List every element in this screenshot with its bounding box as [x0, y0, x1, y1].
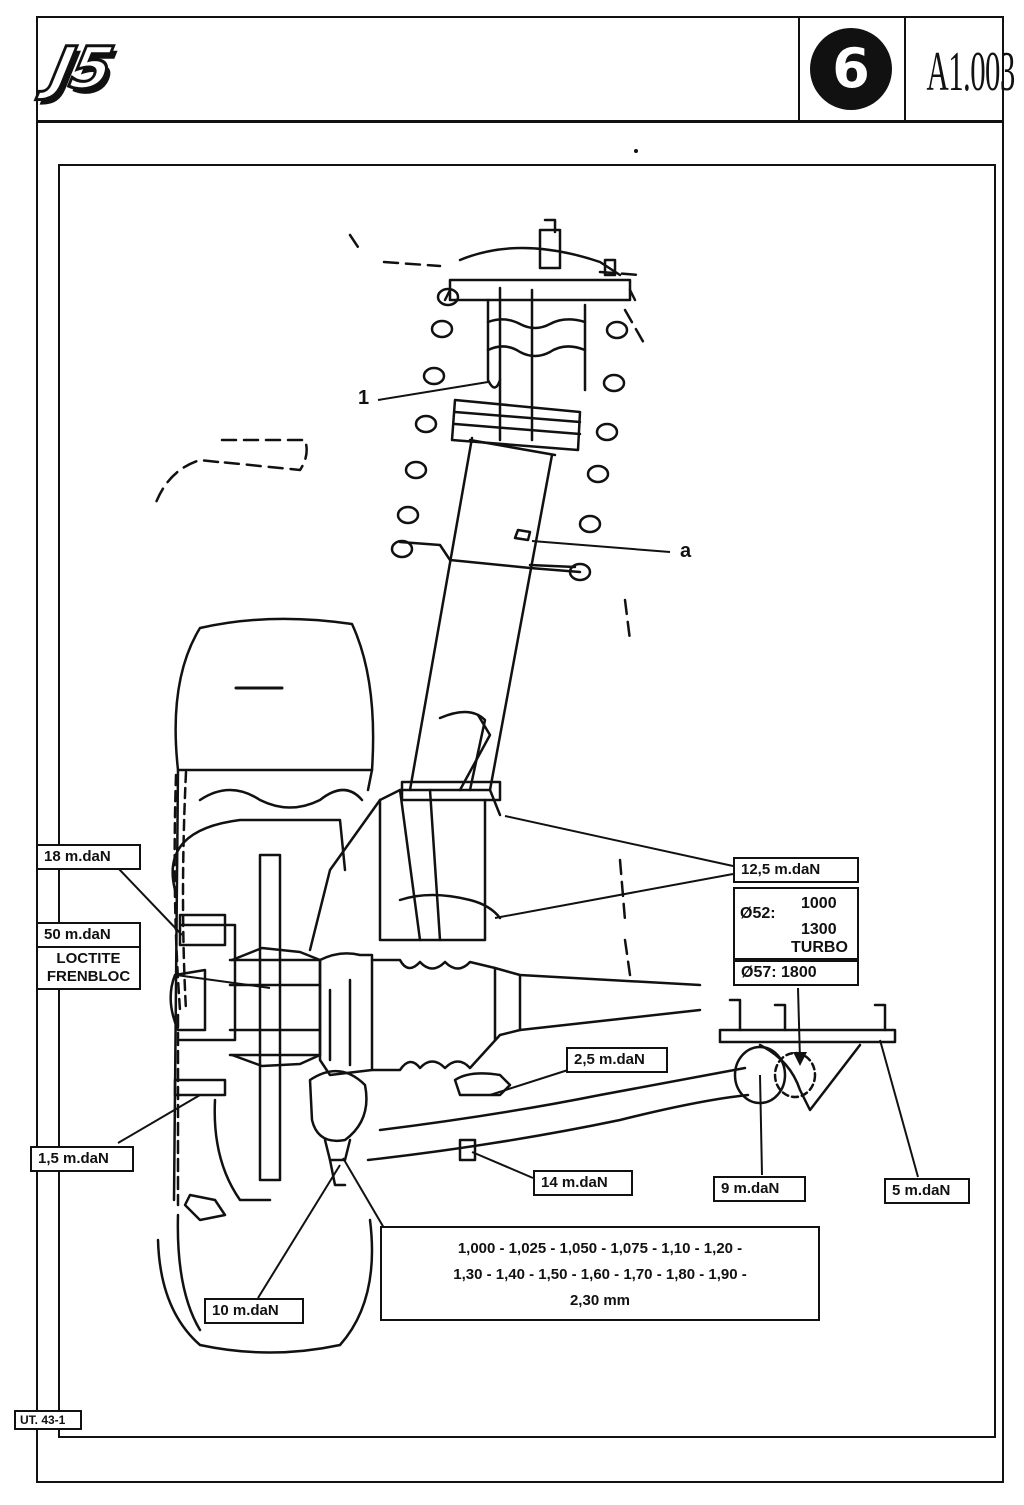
bore-52-value-1300: 1300	[801, 921, 837, 938]
torque-label-18: 18 m.daN	[36, 844, 141, 870]
torque-label-10: 10 m.daN	[204, 1298, 304, 1324]
shim-line-2: 1,30 - 1,40 - 1,50 - 1,60 - 1,70 - 1,80 …	[453, 1266, 747, 1283]
chapter-number: 6	[832, 37, 870, 100]
wheel-tyre	[156, 617, 375, 1354]
chapter-box: 6	[798, 16, 906, 122]
loctite-line: LOCTITE	[56, 950, 121, 967]
shim-line-1: 1,000 - 1,025 - 1,050 - 1,075 - 1,10 - 1…	[457, 1240, 743, 1257]
strut-tube	[408, 286, 557, 792]
footer-ref: UT. 43-1	[14, 1410, 82, 1430]
torque-label-12-5: 12,5 m.daN	[733, 857, 859, 883]
hub-carrier	[308, 780, 502, 1077]
bore-arrow-icon	[793, 1052, 807, 1066]
bore-57-label: Ø57: 1800	[733, 960, 859, 986]
torque-label-2-5: 2,5 m.daN	[566, 1047, 668, 1073]
leader-lines	[117, 381, 919, 1299]
bore-52-label: Ø52: 1000 1300 TURBO	[733, 887, 859, 960]
torque-label-1-5: 1,5 m.daN	[30, 1146, 134, 1172]
doc-code-box: A1.003	[904, 16, 1015, 122]
loctite-frenbloc-label: LOCTITE FRENBLOC	[36, 946, 141, 990]
content-frame	[36, 121, 1004, 1483]
frenbloc-line: FRENBLOC	[46, 968, 131, 985]
shim-thickness-list: 1,000 - 1,025 - 1,050 - 1,075 - 1,10 - 1…	[380, 1226, 820, 1321]
drive-shaft	[370, 958, 702, 1072]
caliper-lower	[183, 1193, 227, 1222]
torque-label-50: 50 m.daN	[36, 922, 141, 948]
upper-strut-mount	[443, 218, 637, 452]
bore-52-prefix: Ø52:	[740, 905, 776, 922]
bore-52-value-turbo: TURBO	[791, 939, 848, 956]
shim-line-3: 2,30 mm	[569, 1292, 631, 1309]
callout-a: a	[680, 540, 692, 562]
chapter-badge: 6	[810, 28, 892, 110]
coil-spring	[390, 287, 629, 582]
torque-label-5: 5 m.daN	[884, 1178, 970, 1204]
torque-label-14: 14 m.daN	[533, 1170, 633, 1196]
callout-1: 1	[358, 387, 370, 409]
stray-dot	[634, 149, 638, 153]
torque-label-9: 9 m.daN	[713, 1176, 806, 1202]
lower-arm	[308, 998, 897, 1187]
diagram-frame	[58, 164, 996, 1438]
body-outline	[153, 233, 647, 977]
bore-52-value-1000: 1000	[801, 895, 837, 912]
